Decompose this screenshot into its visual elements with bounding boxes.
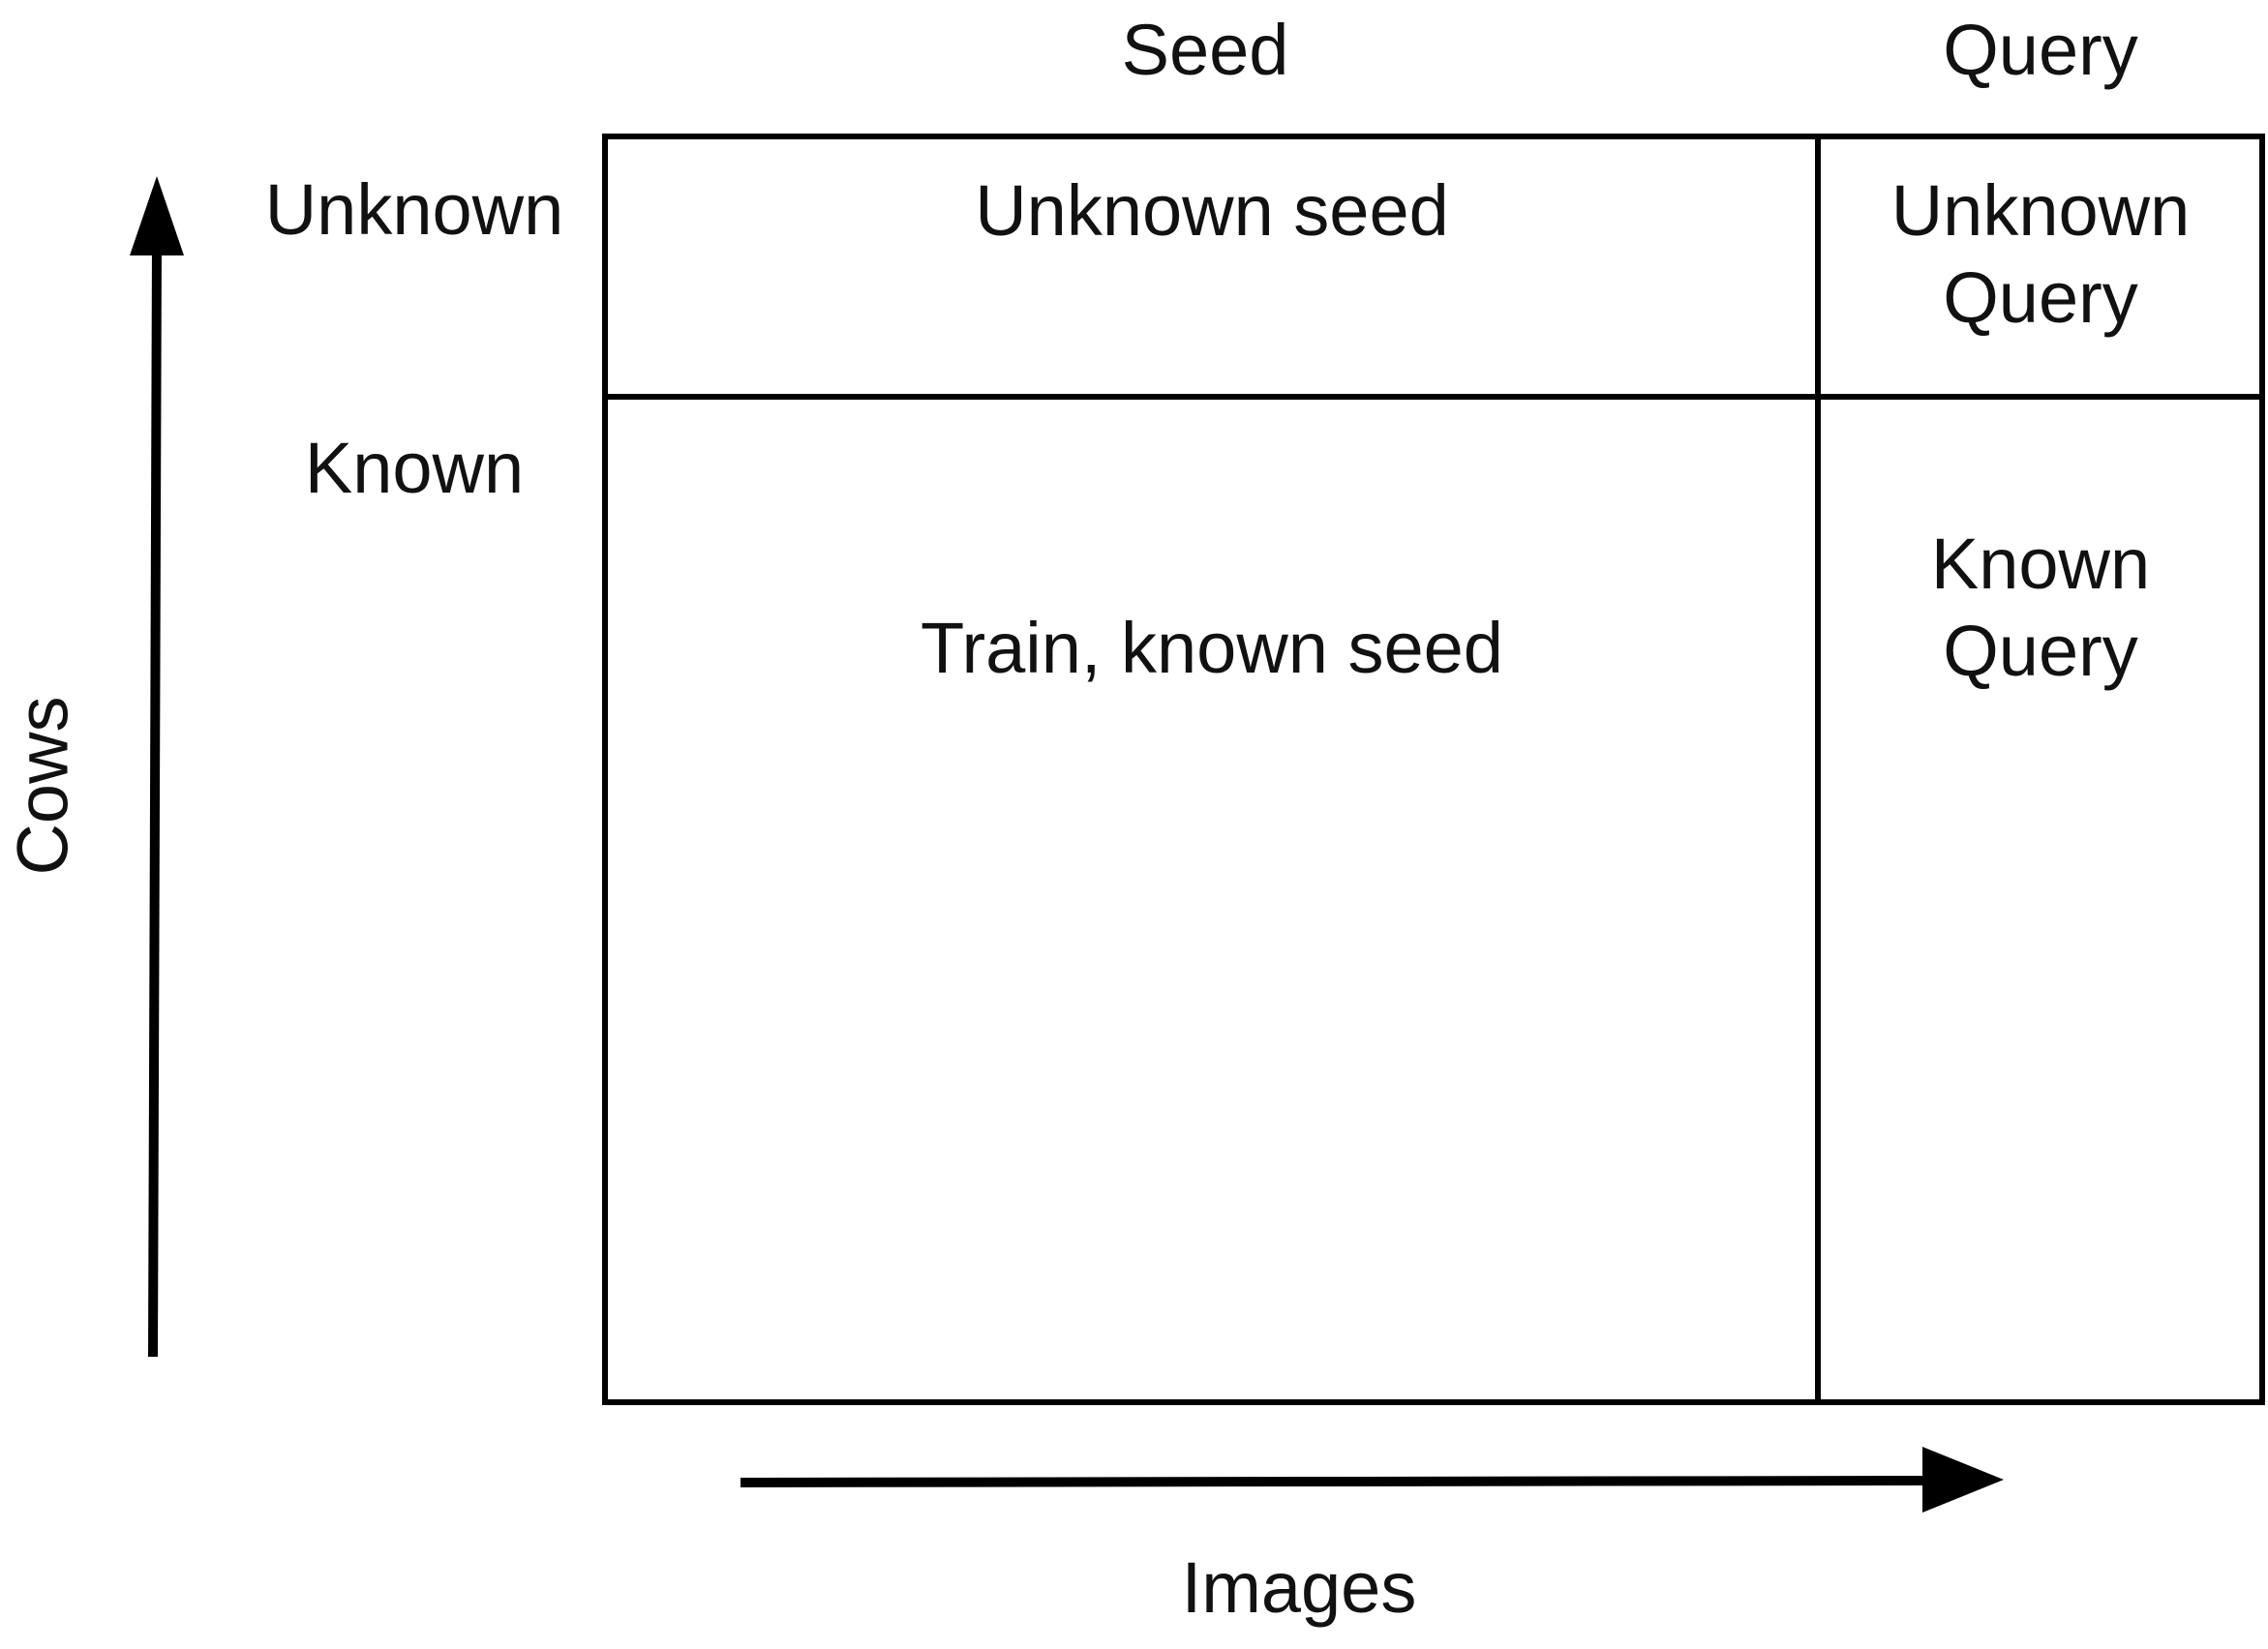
- axis-title-images: Images: [1181, 1547, 1417, 1628]
- column-header-seed: Seed: [1121, 10, 1289, 90]
- cell-train-known-seed-label: Train, known seed: [921, 608, 1503, 688]
- cell-unknown-query-line2: Query: [1943, 257, 2138, 338]
- cell-known-query-line1: Known: [1930, 524, 2151, 604]
- images-arrow: [740, 1447, 2004, 1513]
- row-label-unknown: Unknown: [264, 169, 564, 250]
- cows-arrow: [130, 176, 184, 1358]
- axis-title-cows: Cows: [2, 696, 83, 876]
- cell-known-query-line2: Query: [1943, 611, 2138, 691]
- cell-train-known-seed: Train, known seed: [921, 605, 1503, 692]
- outer-box: [602, 134, 2265, 1405]
- cell-unknown-query: Unknown Query: [1891, 167, 2191, 342]
- row-label-known: Known: [304, 428, 525, 508]
- cell-known-query: Known Query: [1931, 521, 2150, 695]
- cell-unknown-seed: Unknown seed: [975, 167, 1449, 255]
- cell-unknown-query-line1: Unknown: [1890, 170, 2191, 251]
- column-header-query: Query: [1943, 10, 2138, 90]
- cell-unknown-seed-label: Unknown seed: [975, 170, 1449, 251]
